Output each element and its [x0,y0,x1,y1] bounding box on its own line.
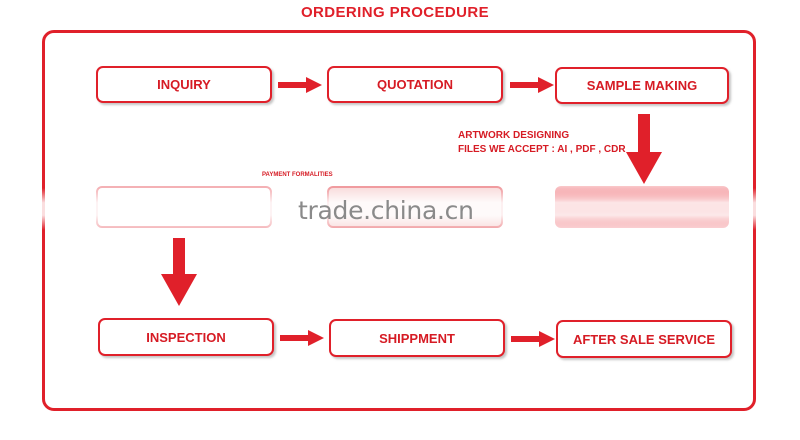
artwork-note-line2: FILES WE ACCEPT : AI , PDF , CDR [458,144,626,155]
step-after-sale-service: AFTER SALE SERVICE [556,320,732,358]
step-quotation: QUOTATION [327,66,503,103]
arrow-right-icon [510,77,554,93]
artwork-note: ARTWORK DESIGNING FILES WE ACCEPT : AI ,… [458,129,626,157]
step-shippment: SHIPPMENT [329,319,505,357]
step-inquiry: INQUIRY [96,66,272,103]
step-inspection: INSPECTION [98,318,274,356]
artwork-note-line1: ARTWORK DESIGNING [458,130,570,141]
arrow-right-icon [278,77,322,93]
step-sample-making: SAMPLE MAKING [555,67,729,104]
watermark-band [30,188,770,230]
payment-formalities-label: PAYMENT FORMALITIES [262,172,333,178]
diagram-title: ORDERING PROCEDURE [300,4,490,21]
arrow-down-icon [626,114,662,184]
arrow-down-icon [161,238,197,306]
arrow-right-icon [511,331,555,347]
arrow-right-icon [280,330,324,346]
watermark-text: trade.china.cn [298,196,474,225]
